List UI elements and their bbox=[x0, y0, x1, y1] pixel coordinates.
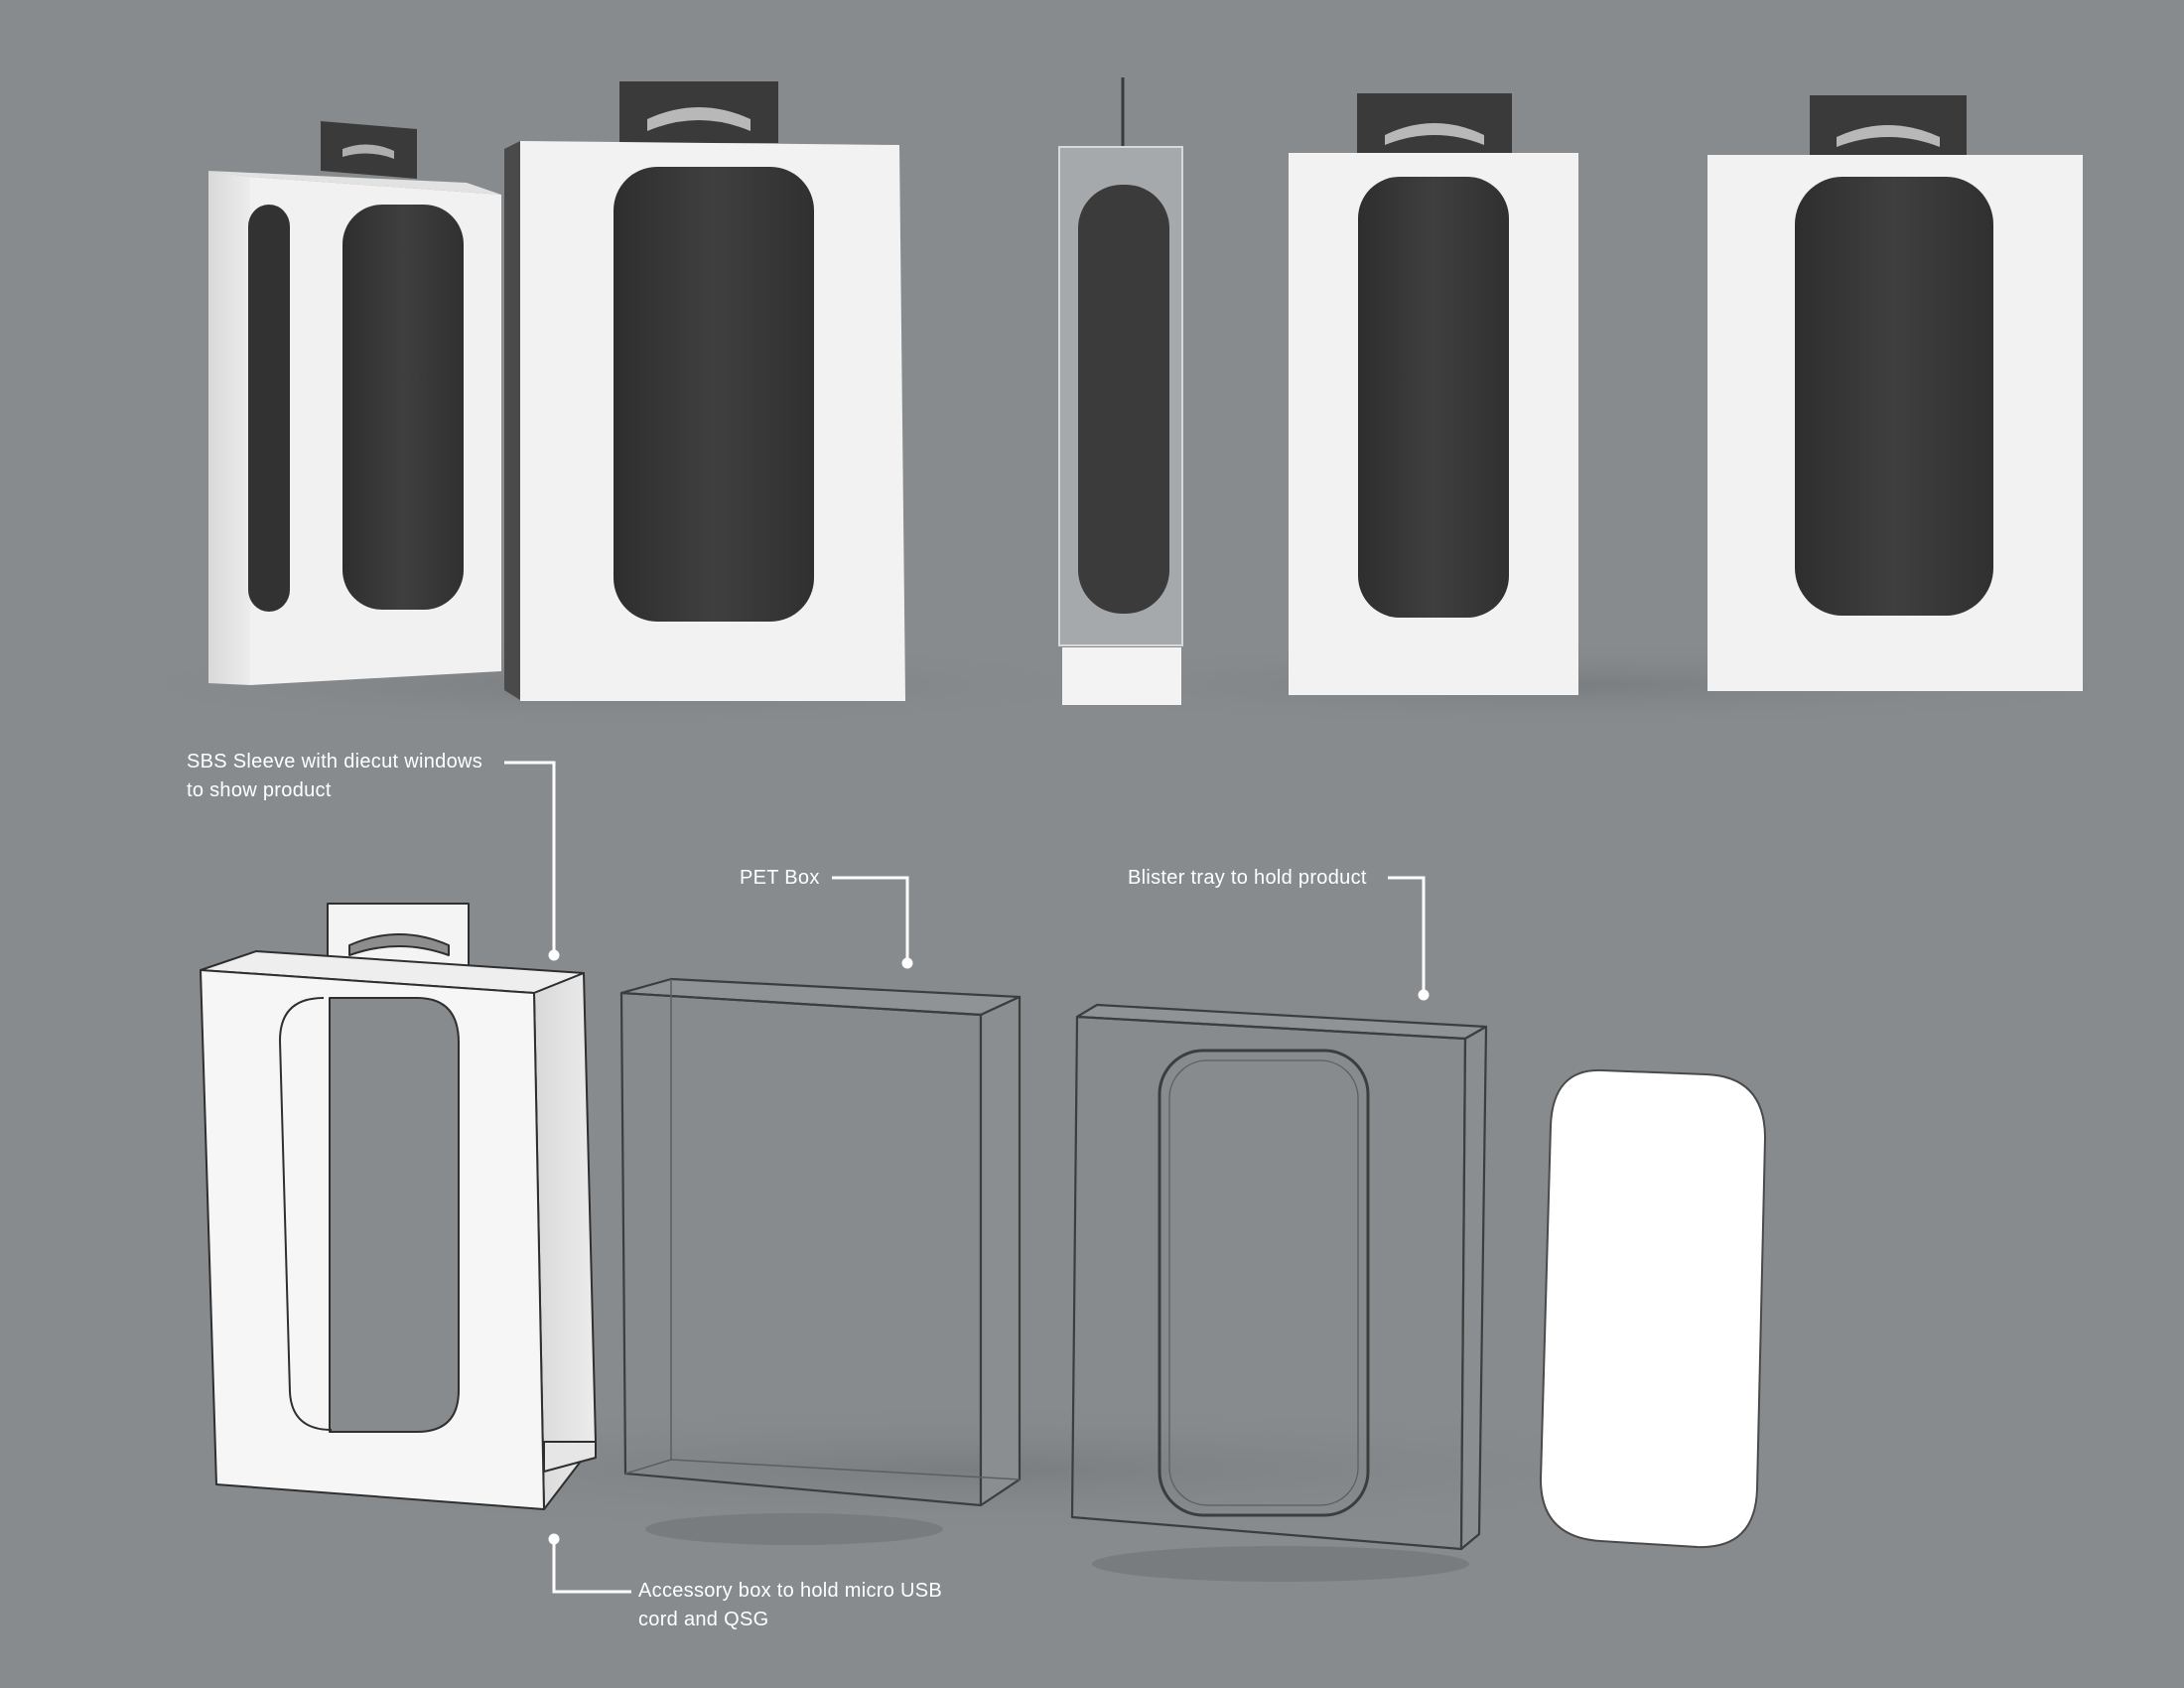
callout-lines bbox=[504, 761, 1426, 1594]
tray-cavity-inner bbox=[1168, 1059, 1359, 1506]
hang-hole bbox=[342, 144, 394, 159]
product-side bbox=[1078, 185, 1169, 614]
pet-box-back-edge bbox=[670, 1459, 1021, 1480]
side-window bbox=[248, 205, 290, 612]
accessory-box-edge bbox=[543, 1441, 597, 1473]
sleeve-top-edge bbox=[208, 171, 501, 195]
hang-hole bbox=[1385, 123, 1484, 145]
callout-line-blister bbox=[1388, 876, 1426, 995]
callout-dot-sleeve bbox=[548, 949, 560, 961]
pet-box-side bbox=[979, 995, 1022, 1507]
callout-accessory: Accessory box to hold micro USB cord and… bbox=[638, 1577, 942, 1634]
callout-line-pet-box bbox=[832, 876, 909, 963]
hang-hole bbox=[348, 933, 450, 956]
tray-side bbox=[1459, 1025, 1488, 1551]
render-package-front bbox=[1289, 93, 1578, 695]
exploded-blister-tray bbox=[1070, 1003, 1488, 1551]
callout-dot-pet-box bbox=[901, 957, 913, 969]
sleeve-back-edge bbox=[504, 141, 520, 700]
callout-sleeve-line1: SBS Sleeve with diecut windows bbox=[187, 751, 483, 773]
callout-accessory-line2: cord and QSG bbox=[638, 1609, 769, 1630]
callout-blister-line1: Blister tray to hold product bbox=[1128, 867, 1367, 889]
callout-line-sleeve bbox=[504, 761, 556, 955]
render-package-side bbox=[1058, 77, 1183, 705]
callout-sleeve-line2: to show product bbox=[187, 779, 332, 801]
product-window bbox=[614, 167, 814, 622]
product-window bbox=[1795, 177, 1993, 616]
exploded-pet-box bbox=[619, 977, 1022, 1507]
pet-box-back-edge bbox=[624, 979, 672, 1475]
part-shadow bbox=[645, 1513, 943, 1545]
hang-hole bbox=[647, 107, 751, 131]
callout-sleeve: SBS Sleeve with diecut windows to show p… bbox=[187, 748, 482, 805]
part-shadow bbox=[1092, 1546, 1469, 1582]
callout-dot-accessory bbox=[548, 1533, 560, 1545]
callout-line-accessory bbox=[552, 1539, 631, 1594]
product-window bbox=[342, 205, 464, 610]
callout-dots bbox=[548, 949, 1430, 1545]
accessory-box-side bbox=[1062, 647, 1181, 705]
callout-accessory-line1: Accessory box to hold micro USB bbox=[638, 1580, 943, 1602]
tray-top-flange bbox=[1075, 1003, 1488, 1041]
render-sleeve-front-large bbox=[504, 81, 905, 701]
product-window bbox=[1358, 177, 1509, 618]
callout-blister: Blister tray to hold product bbox=[1128, 864, 1367, 893]
callout-pet-box-line1: PET Box bbox=[740, 867, 820, 889]
exploded-sbs-sleeve bbox=[200, 903, 597, 1510]
window-edge bbox=[279, 997, 333, 1431]
callout-pet-box: PET Box bbox=[740, 864, 820, 893]
callout-dot-blister bbox=[1418, 989, 1430, 1001]
hang-hole bbox=[1837, 125, 1940, 147]
diecut-window bbox=[329, 997, 460, 1433]
accessory-insert bbox=[1539, 1068, 1767, 1549]
tray-cavity bbox=[1158, 1049, 1370, 1517]
sleeve-side-panel bbox=[208, 171, 250, 685]
render-sleeve-angled bbox=[208, 121, 501, 685]
render-package-back bbox=[1707, 95, 2083, 691]
